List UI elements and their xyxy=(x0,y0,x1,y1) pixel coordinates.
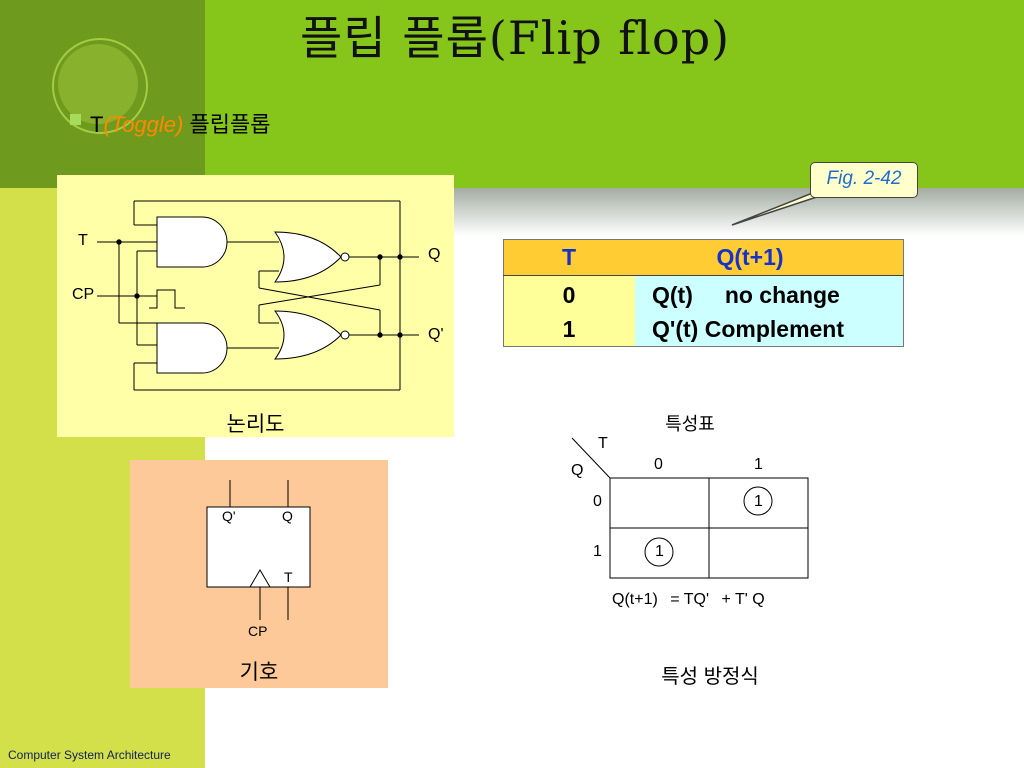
kmap-col-header: 0 xyxy=(654,456,663,473)
decorative-ring xyxy=(52,38,148,134)
truth-table-cell: 1 xyxy=(562,316,576,342)
and-gate-bottom xyxy=(156,322,228,374)
logic-diagram xyxy=(97,200,419,391)
symbol-label-q: Q xyxy=(282,508,293,524)
logic-label-q-prime: Q' xyxy=(428,326,444,343)
kmap-cell: 1 xyxy=(754,493,763,510)
nor-bubble-bottom xyxy=(340,330,350,340)
symbol-caption: 기호 xyxy=(239,661,279,684)
logic-diagram-panel xyxy=(57,175,454,437)
truth-table-q-column xyxy=(635,275,904,347)
kmap-var-q: Q xyxy=(571,462,584,479)
equation-equals: = xyxy=(670,591,680,608)
truth-table-cell: 0 xyxy=(562,282,576,308)
nor-gate-bottom xyxy=(274,310,342,360)
background-title-band xyxy=(205,0,1024,188)
and-gate-top xyxy=(156,216,228,268)
logic-diagram-caption: 논리도 xyxy=(226,413,285,436)
equation-plus: + xyxy=(721,591,731,608)
characteristic-equation: Q(t+1) = TQ' + T' Q xyxy=(612,591,765,609)
symbol-label-t: T xyxy=(284,569,293,585)
truth-table-cell: Q'(t) Complement xyxy=(652,316,845,342)
figure-callout-box xyxy=(810,162,918,198)
kmap-row-header: 1 xyxy=(593,543,602,560)
slide-title: 플립 플롭(Flip flop) xyxy=(300,11,731,65)
equation-caption: 특성 방정식 xyxy=(661,666,759,688)
logic-label-cp: CP xyxy=(72,286,95,303)
kmap-var-t: T xyxy=(598,435,608,452)
bullet-emphasis: (Toggle) xyxy=(103,112,184,137)
equation-lhs: Q(t+1) xyxy=(612,591,658,608)
kmap-cell: 1 xyxy=(655,543,664,560)
kmap-col-header: 1 xyxy=(754,456,763,473)
truth-table xyxy=(503,239,904,347)
symbol-label-cp: CP xyxy=(248,623,268,639)
symbol-label-q-prime: Q' xyxy=(222,508,236,524)
truth-table-divider xyxy=(503,275,904,276)
truth-table-t-column xyxy=(503,275,635,347)
footer-text: Computer System Architecture xyxy=(8,748,171,762)
flip-flop-symbol xyxy=(206,480,311,620)
nor-gate-top xyxy=(274,231,342,283)
logic-label-q: Q xyxy=(428,246,441,263)
kmap-grid xyxy=(571,437,809,579)
truth-table-cell: Q(t) no change xyxy=(652,282,840,308)
truth-table-header-q: Q(t+1) xyxy=(716,244,784,270)
equation-term2: T' Q xyxy=(734,591,765,608)
truth-table-header-row xyxy=(503,239,904,275)
truth-table-header-t: T xyxy=(561,244,577,270)
kmap-title: 특성표 xyxy=(665,414,715,434)
bullet-square-icon xyxy=(70,114,81,125)
figure-label: Fig. 2-42 xyxy=(826,168,902,189)
logic-label-t: T xyxy=(78,232,88,249)
bullet-suffix: 플립플롭 xyxy=(183,112,271,137)
bullet-prefix: T xyxy=(90,112,104,137)
nor-bubble-top xyxy=(340,252,350,262)
bullet-text: T(Toggle) 플립플롭 xyxy=(90,107,270,139)
equation-term1: TQ' xyxy=(683,591,710,608)
kmap-row-header: 0 xyxy=(593,493,602,510)
